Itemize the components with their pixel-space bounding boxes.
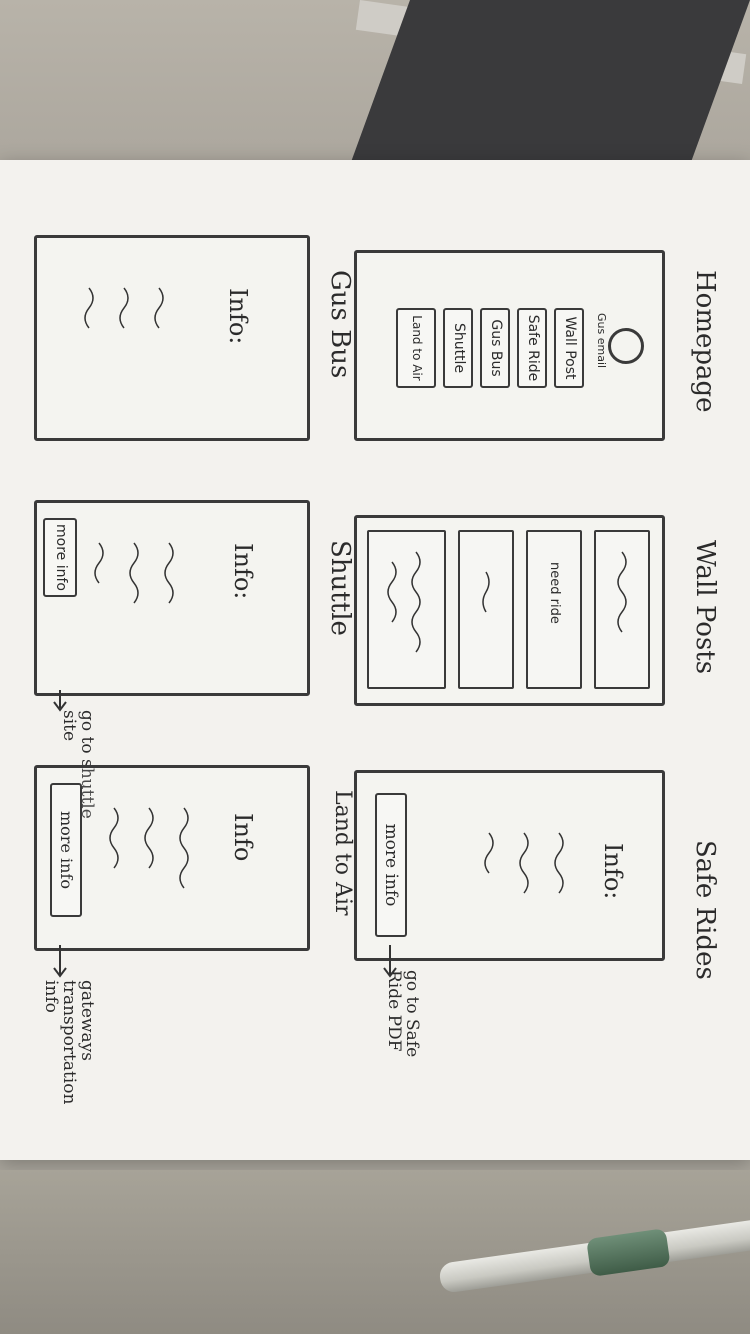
info-text-lines bbox=[129, 542, 139, 604]
safe-ride-button[interactable]: Safe Ride bbox=[517, 308, 547, 388]
info-text-lines bbox=[164, 542, 174, 604]
homepage-frame: Gus email Wall Post Safe Ride Gus Bus Sh… bbox=[354, 250, 665, 441]
info-label: Info: bbox=[599, 843, 627, 900]
user-email-label: Gus email bbox=[595, 313, 608, 369]
land-to-air-button[interactable]: Land to Air bbox=[396, 308, 436, 388]
info-text-lines bbox=[519, 832, 529, 894]
info-text-lines bbox=[119, 287, 129, 329]
post-text-lines bbox=[617, 551, 627, 633]
post-text-lines bbox=[482, 571, 490, 613]
info-text-lines bbox=[154, 287, 164, 329]
homepage-title: Homepage bbox=[690, 270, 720, 413]
safe-rides-title: Safe Rides bbox=[690, 840, 720, 980]
info-text-lines bbox=[179, 807, 189, 889]
land-to-air-frame: Info more info bbox=[34, 765, 310, 951]
land-to-air-annotation: gateways transportation info bbox=[41, 980, 97, 1105]
post-card[interactable] bbox=[458, 530, 514, 689]
laptop-corner bbox=[348, 0, 750, 170]
info-text-lines bbox=[484, 832, 494, 874]
post-text-lines bbox=[411, 551, 421, 653]
post-card[interactable] bbox=[367, 530, 446, 689]
shuttle-button[interactable]: Shuttle bbox=[443, 308, 473, 388]
info-text-lines bbox=[144, 807, 154, 869]
info-text-lines bbox=[554, 832, 564, 894]
land-to-air-title: Land to Air bbox=[330, 790, 355, 916]
safe-ride-annotation: go to Safe Ride PDF bbox=[384, 970, 422, 1058]
post-card[interactable] bbox=[594, 530, 650, 689]
more-info-button[interactable]: more info bbox=[50, 783, 82, 917]
more-info-button[interactable]: more info bbox=[375, 793, 407, 937]
post-card-text: need ride bbox=[547, 562, 562, 624]
info-label: Info: bbox=[229, 543, 257, 600]
more-info-button[interactable]: more info bbox=[43, 518, 77, 597]
wall-posts-frame: need ride bbox=[354, 515, 665, 706]
info-text-lines bbox=[94, 542, 104, 584]
gus-bus-title: Gus Bus bbox=[325, 270, 355, 379]
post-card[interactable]: need ride bbox=[526, 530, 582, 689]
info-label: Info bbox=[229, 813, 257, 862]
gus-bus-button[interactable]: Gus Bus bbox=[480, 308, 510, 388]
gus-bus-frame: Info: bbox=[34, 235, 310, 441]
shuttle-frame: Info: more info bbox=[34, 500, 310, 696]
safe-rides-frame: Info: more info bbox=[354, 770, 665, 961]
wall-posts-title: Wall Posts bbox=[690, 540, 720, 675]
shuttle-title: Shuttle bbox=[325, 540, 355, 636]
avatar-icon bbox=[608, 328, 644, 364]
info-label: Info: bbox=[224, 288, 252, 345]
wall-post-button[interactable]: Wall Post bbox=[554, 308, 584, 388]
info-text-lines bbox=[84, 287, 94, 329]
post-text-lines bbox=[387, 561, 397, 623]
sketch-paper: Homepage Gus email Wall Post Safe Ride G… bbox=[0, 160, 750, 1160]
wireframe-sketch: Homepage Gus email Wall Post Safe Ride G… bbox=[0, 160, 750, 1160]
info-text-lines bbox=[109, 807, 119, 869]
